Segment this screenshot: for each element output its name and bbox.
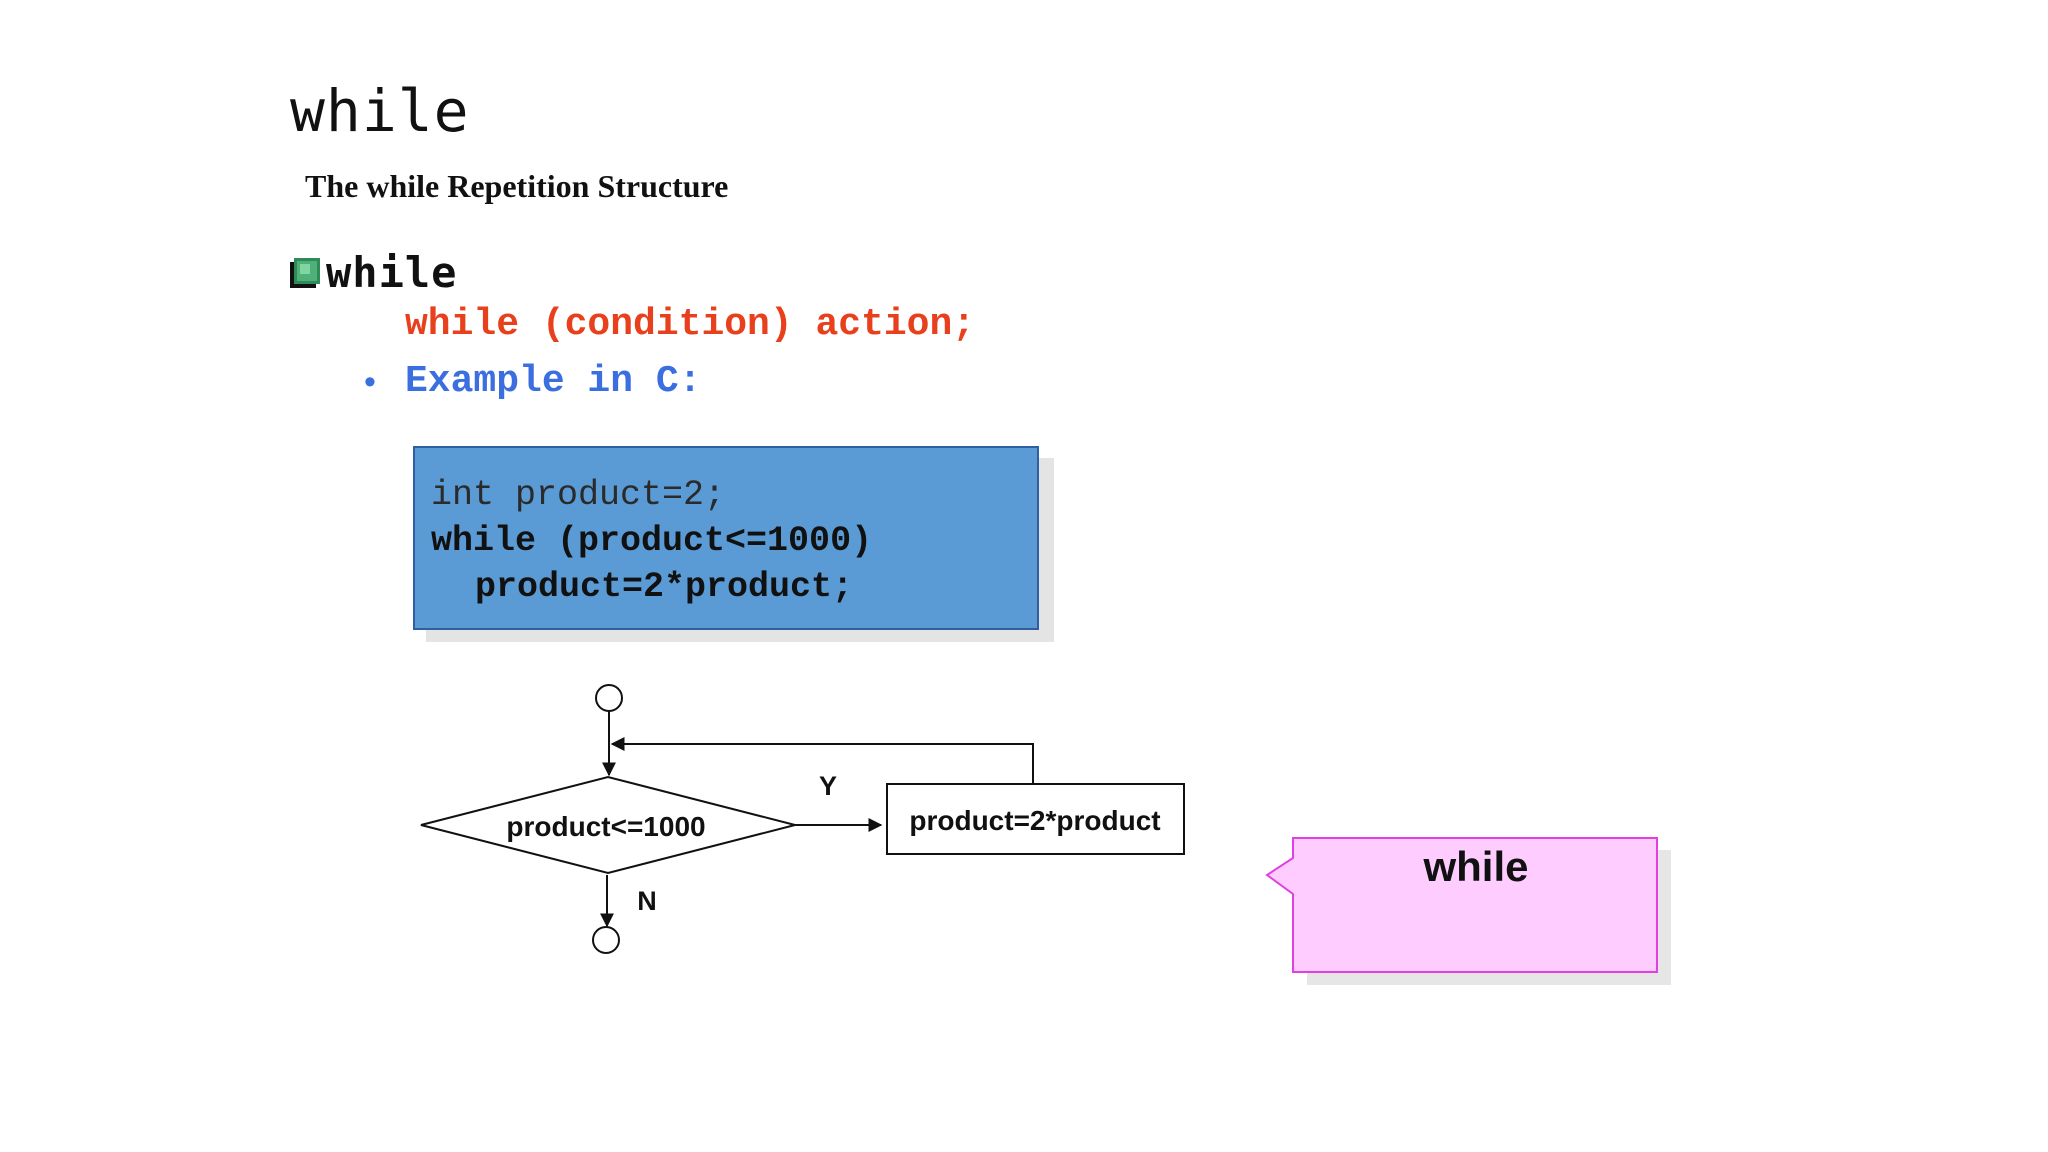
slide-title: while [290,77,470,145]
bullet-heading-text: while [326,248,458,297]
example-label-row: • Example in C: [364,363,701,401]
example-bullet-dot: • [364,363,376,401]
flow-end-node [592,926,620,954]
code-line-declaration: int product=2; [431,475,726,515]
callout-text: while [1423,843,1529,890]
callout-box [1265,837,1658,973]
bullet-heading: while [290,248,457,298]
flow-action-box [886,783,1185,855]
flow-no-label: N [637,886,657,916]
example-label: Example in C: [405,360,702,403]
slide-subtitle: The while Repetition Structure [305,168,729,204]
syntax-line: while (condition) action; [405,303,976,346]
flow-condition-label: product<=1000 [506,811,705,842]
code-line-while: while (product<=1000) [431,521,873,561]
flow-yes-label: Y [819,771,837,801]
green-square-bullet-icon [290,258,320,288]
flow-action-label: product=2*product [909,805,1160,836]
flow-loop-back-arrow [610,737,1034,784]
code-box: int product=2; while (product<=1000) pro… [413,446,1039,630]
code-line-body: product=2*product; [475,567,854,607]
flow-start-node [595,684,623,712]
